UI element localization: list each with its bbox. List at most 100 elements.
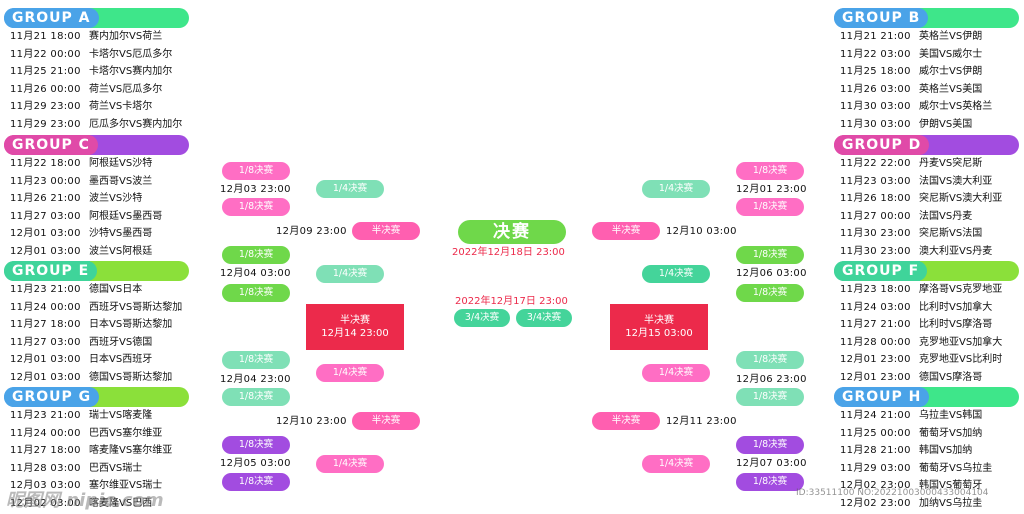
right-sf-pill-1: 半决赛 <box>592 222 660 240</box>
match-teams: 阿根廷VS墨西哥 <box>89 210 163 222</box>
match-datetime: 11月21 21:00 <box>840 31 911 42</box>
group-f-header: GROUP F <box>834 261 1019 281</box>
match-teams: 丹麦VS突尼斯 <box>919 158 983 169</box>
group-g: GROUP G 11月23 21:00 瑞士VS喀麦隆 11月24 00:00 巴西V… <box>4 387 189 512</box>
right-r16-time-4: 12月07 03:00 <box>736 458 807 469</box>
match-teams: 克罗地亚VS加拿大 <box>919 336 1003 348</box>
left-qf-1: 1/4决赛 <box>316 180 384 198</box>
match-teams: 卡塔尔VS厄瓜多尔 <box>89 48 173 60</box>
match-datetime: 11月29 03:00 <box>840 462 911 474</box>
match-datetime: 11月24 03:00 <box>840 301 911 313</box>
match-teams: 赛内加尔VS荷兰 <box>89 31 163 42</box>
match-teams: 塞尔维亚VS瑞士 <box>89 480 163 491</box>
match-teams: 德国VS日本 <box>89 284 143 295</box>
right-r16-1: 1/8决赛 <box>736 162 804 180</box>
left-semifinal-title: 半决赛 <box>340 315 370 326</box>
match-teams: 法国VS澳大利亚 <box>919 175 993 187</box>
match-teams: 喀麦隆VS巴西 <box>89 497 153 509</box>
right-qf-4: 1/4决赛 <box>642 455 710 473</box>
match-teams: 澳大利亚VS丹麦 <box>919 245 993 257</box>
group-b-header: GROUP B <box>834 8 1019 28</box>
match-teams: 日本VS西班牙 <box>89 354 153 365</box>
group-a-header: GROUP A <box>4 8 189 28</box>
match-teams: 摩洛哥VS克罗地亚 <box>919 284 1003 295</box>
right-r16-2: 1/8决赛 <box>736 198 804 216</box>
match-datetime: 11月27 21:00 <box>840 319 911 330</box>
watermark-site: 昵图网 nipic.com <box>6 490 164 511</box>
match-datetime: 11月25 21:00 <box>10 66 81 77</box>
match-datetime: 11月22 00:00 <box>10 48 81 60</box>
match-teams: 瑞士VS喀麦隆 <box>89 410 153 421</box>
match-teams: 葡萄牙VS加纳 <box>919 427 983 439</box>
left-r16-6: 1/8决赛 <box>222 388 290 406</box>
match-datetime: 11月30 03:00 <box>840 101 911 112</box>
left-r16-8: 1/8决赛 <box>222 473 290 491</box>
match-row: 11月30 03:00 伊朗VS美国 <box>834 116 1019 134</box>
right-r16-7: 1/8决赛 <box>736 436 804 454</box>
match-teams: 阿根廷VS沙特 <box>89 158 153 169</box>
third-place-time: 2022年12月17日 23:00 <box>455 296 568 307</box>
match-datetime: 11月26 18:00 <box>840 193 911 204</box>
match-datetime: 11月21 18:00 <box>10 31 81 42</box>
right-r16-3: 1/8决赛 <box>736 246 804 264</box>
match-teams: 韩国VS葡萄牙 <box>919 480 983 491</box>
left-semifinal-box: 半决赛 12月14 23:00 <box>306 304 404 350</box>
group-a: GROUP A 11月21 18:00 赛内加尔VS荷兰 11月22 00:00 卡塔… <box>4 8 189 133</box>
right-qf-time-1: 12月10 03:00 <box>666 226 737 237</box>
group-a-title: GROUP A <box>4 8 99 28</box>
final-time: 2022年12月18日 23:00 <box>452 247 565 258</box>
left-r16-7: 1/8决赛 <box>222 436 290 454</box>
left-sf-pill-2: 半决赛 <box>352 412 420 430</box>
match-datetime: 11月24 00:00 <box>10 427 81 439</box>
right-qf-1: 1/4决赛 <box>642 180 710 198</box>
match-row: 11月30 23:00 澳大利亚VS丹麦 <box>834 243 1019 261</box>
match-datetime: 11月22 03:00 <box>840 48 911 60</box>
match-teams: 威尔士VS英格兰 <box>919 101 993 112</box>
match-teams: 伊朗VS美国 <box>919 118 973 130</box>
match-datetime: 11月27 03:00 <box>10 336 81 348</box>
match-teams: 日本VS哥斯达黎加 <box>89 319 173 330</box>
right-semifinal-time: 12月15 03:00 <box>625 328 693 339</box>
match-datetime: 11月27 18:00 <box>10 445 81 456</box>
left-semifinal-time: 12月14 23:00 <box>321 328 389 339</box>
right-sf-pill-2: 半决赛 <box>592 412 660 430</box>
match-datetime: 11月30 03:00 <box>840 118 911 130</box>
match-datetime: 11月27 00:00 <box>840 210 911 222</box>
match-teams: 荷兰VS厄瓜多尔 <box>89 83 163 95</box>
match-datetime: 11月26 00:00 <box>10 83 81 95</box>
match-datetime: 11月25 18:00 <box>840 66 911 77</box>
left-qf-4: 1/4决赛 <box>316 455 384 473</box>
watermark-id: ID:33511100 NO:20221003000433004104 <box>796 488 989 498</box>
match-datetime: 11月23 21:00 <box>10 410 81 421</box>
match-teams: 厄瓜多尔VS赛内加尔 <box>89 118 183 130</box>
match-datetime: 11月24 21:00 <box>840 410 911 421</box>
match-teams: 英格兰VS美国 <box>919 83 983 95</box>
match-teams: 巴西VS塞尔维亚 <box>89 427 163 439</box>
match-teams: 英格兰VS伊朗 <box>919 31 983 42</box>
match-datetime: 11月30 23:00 <box>840 228 911 239</box>
match-datetime: 11月24 00:00 <box>10 301 81 313</box>
right-r16-6: 1/8决赛 <box>736 388 804 406</box>
left-r16-time-3: 12月04 23:00 <box>220 374 291 385</box>
match-datetime: 11月28 00:00 <box>840 336 911 348</box>
group-g-title: GROUP G <box>4 387 100 407</box>
match-datetime: 11月30 23:00 <box>840 245 911 257</box>
